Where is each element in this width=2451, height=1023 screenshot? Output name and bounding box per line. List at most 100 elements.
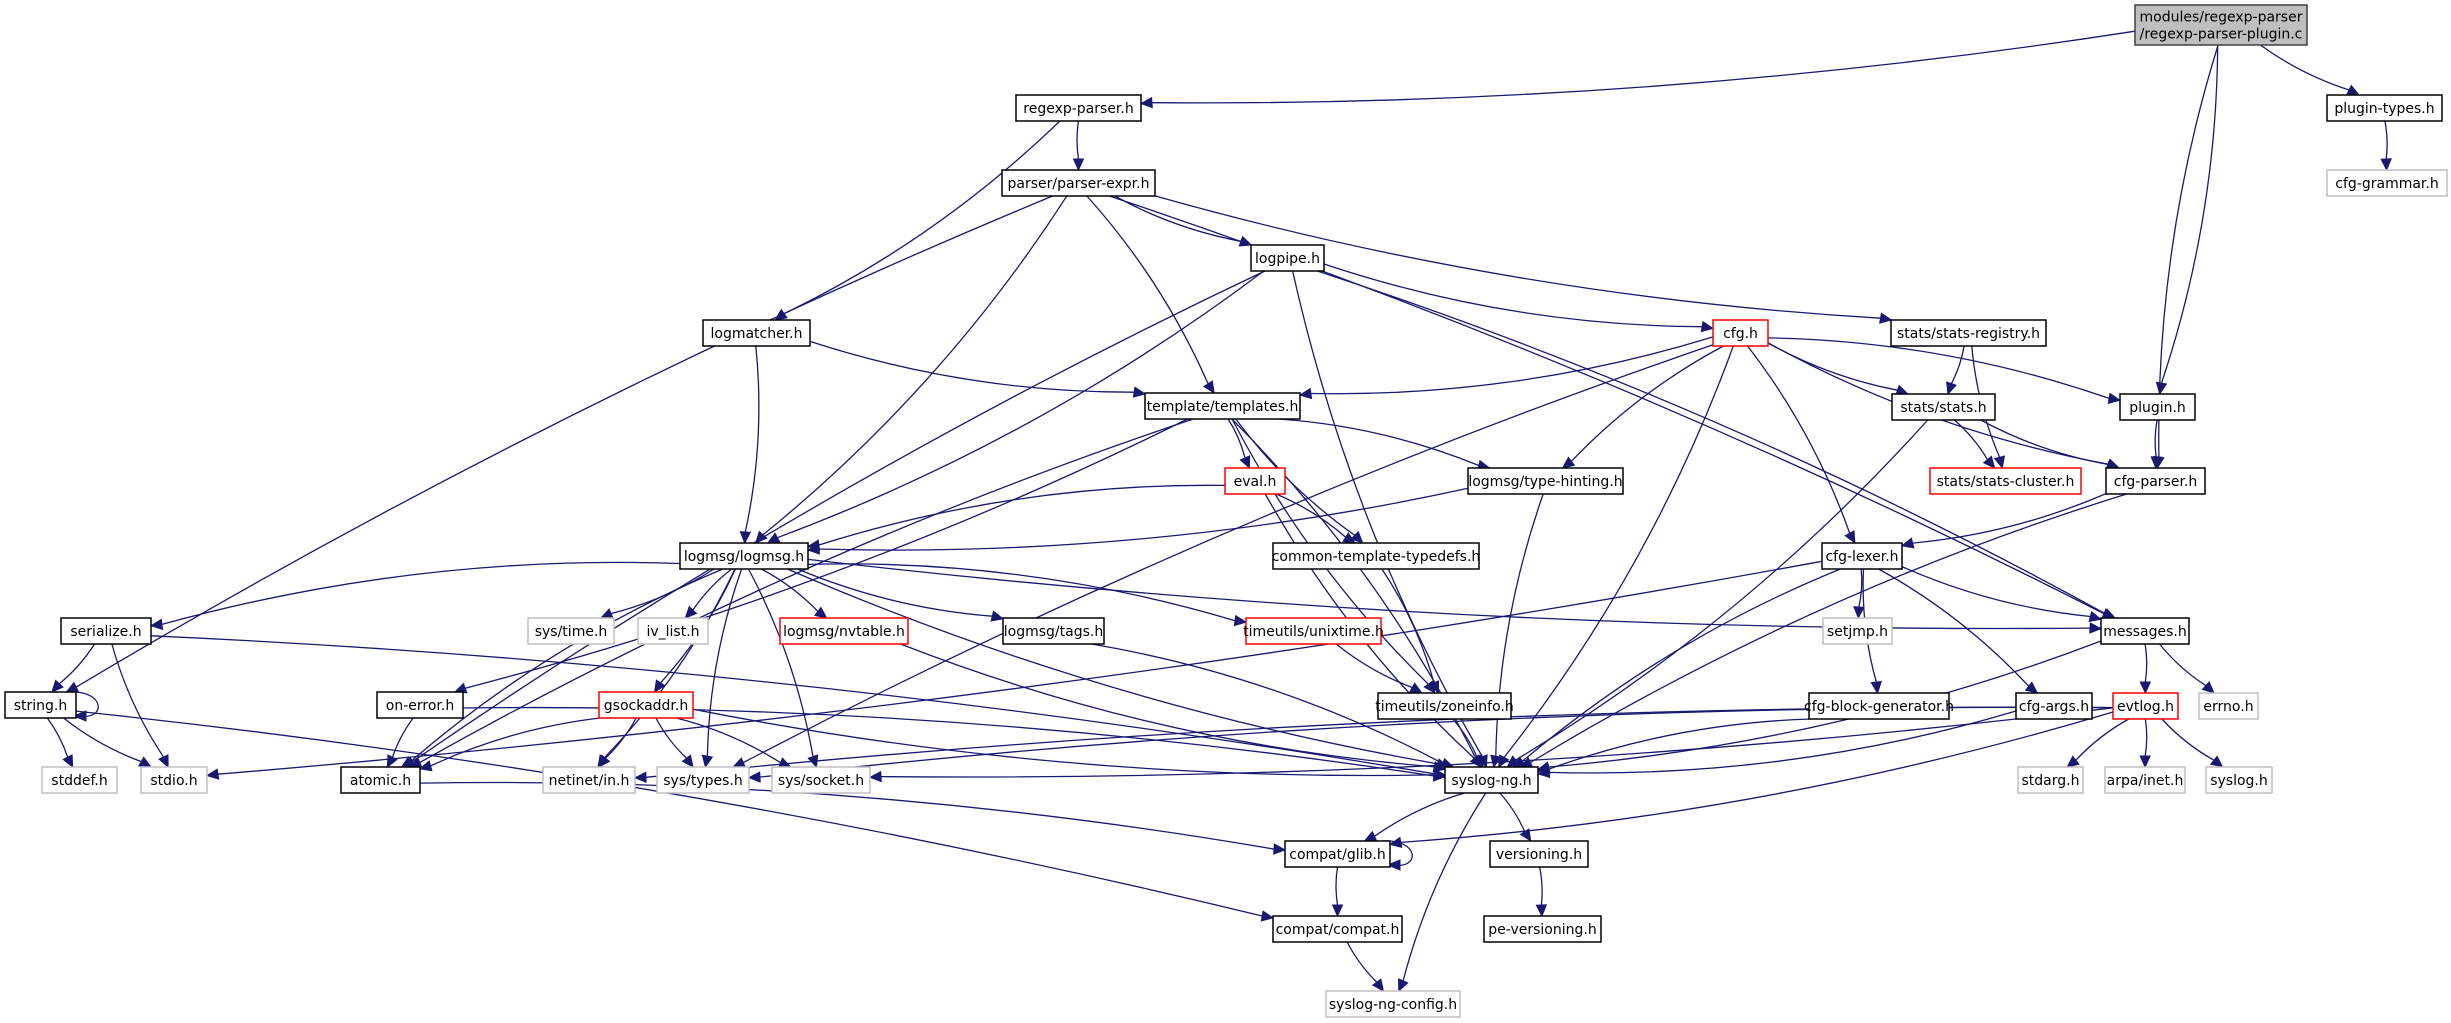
arrowhead-icon [806,543,820,555]
node-plugin-types-h[interactable]: plugin-types.h [2326,94,2443,122]
node-setjmp-h: setjmp.h [1822,617,1893,645]
node-plugin-h[interactable]: plugin.h [2119,393,2196,421]
node-timeutils-zoneinfo-h[interactable]: timeutils/zoneinfo.h [1375,692,1514,720]
node-label: logmsg/tags.h [1004,624,1103,640]
node-box [2105,467,2206,495]
node-box [1377,692,1512,720]
node-label: string.h [14,698,68,714]
edge-line [2160,44,2219,384]
node-label: evtlog.h [2117,699,2174,715]
node-common-template-typedefs-h[interactable]: common-template-typedefs.h [1272,542,1481,570]
node-label: timeutils/unixtime.h [1243,624,1384,640]
node-cfg-lexer-h[interactable]: cfg-lexer.h [1821,542,1903,570]
node-root: modules/regexp-parser/regexp-parser-plug… [2134,4,2308,46]
edge-line [111,643,165,758]
edge-stats-stats-registry-h-to-stats-stats-h [1946,345,1965,396]
node-eval-h[interactable]: eval.h [1224,467,1286,495]
edge-line [465,418,1188,689]
arrowhead-icon [386,754,398,769]
edge-root-to-plugin-types-h [2260,44,2360,96]
arrowhead-icon [1561,456,1576,469]
arrowhead-icon [1371,978,1385,992]
arrowhead-icon [1233,614,1248,627]
edge-logmsg-logmsg-h-to-iv-list-h [684,568,733,619]
node-label: plugin.h [2129,400,2186,416]
edge-line [1570,345,1724,462]
node-on-error-h[interactable]: on-error.h [376,691,464,719]
node-box [1444,766,1539,794]
node-atomic-h[interactable]: atomic.h [340,766,421,794]
node-cfg-parser-h[interactable]: cfg-parser.h [2105,467,2206,495]
node-stats-stats-registry-h[interactable]: stats/stats-registry.h [1890,319,2047,347]
node-logpipe-h[interactable]: logpipe.h [1250,244,1325,272]
edge-logmsg-nvtable-h-to-syslog-ng-h [900,643,1447,773]
edge-serialize-h-to-stdio-h [111,643,169,769]
node-stats-stats-cluster-h[interactable]: stats/stats-cluster.h [1929,467,2082,495]
edge-eval-h-to-logmsg-logmsg-h [806,484,1226,551]
edge-line [655,717,687,759]
node-logmsg-logmsg-h[interactable]: logmsg/logmsg.h [679,542,809,570]
node-regexp-parser-h[interactable]: regexp-parser.h [1015,94,1142,122]
node-compat-compat-h[interactable]: compat/compat.h [1272,915,1403,943]
node-compat-glib-h[interactable]: compat/glib.h [1284,840,1391,868]
node-box [2112,692,2179,720]
node-template-templates-h[interactable]: template/templates.h [1144,392,1301,420]
edge-line [1901,566,2091,618]
node-cfg-h[interactable]: cfg.h [1712,319,1769,347]
node-serialize-h[interactable]: serialize.h [60,617,152,645]
edge-line [1076,120,1080,160]
edge-line [762,195,1068,536]
node-timeutils-unixtime-h[interactable]: timeutils/unixtime.h [1243,617,1384,645]
node-label: logmatcher.h [710,326,802,342]
edge-line [783,120,1061,315]
node-label: cfg-args.h [2019,699,2089,715]
node-box [1929,467,2082,495]
edge-line [1767,342,1898,391]
node-parser-parser-expr-h[interactable]: parser/parser-expr.h [1001,169,1156,197]
node-stats-stats-h[interactable]: stats/stats.h [1891,393,1996,421]
node-logmatcher-h[interactable]: logmatcher.h [702,319,811,347]
node-label: compat/compat.h [1276,922,1400,938]
node-label: parser/parser-expr.h [1008,176,1150,192]
edge-line [777,270,1265,539]
node-logmsg-tags-h[interactable]: logmsg/tags.h [1002,617,1105,645]
arrowhead-icon [2380,158,2392,172]
node-gsockaddr-h[interactable]: gsockaddr.h [598,691,694,719]
node-logmsg-type-hinting-h[interactable]: logmsg/type-hinting.h [1467,467,1624,495]
edge-line [67,691,99,717]
node-logmsg-nvtable-h[interactable]: logmsg/nvtable.h [779,617,909,645]
edge-line [1346,941,1378,983]
node-versioning-h[interactable]: versioning.h [1489,840,1589,868]
arrowhead-icon [1993,455,2006,470]
edge-line [419,418,1194,764]
edge-gsockaddr-h-to-atomic-h [418,717,601,772]
node-evtlog-h[interactable]: evtlog.h [2112,692,2179,720]
arrowhead-icon [739,531,752,545]
node-string-h[interactable]: string.h [4,691,77,719]
node-cfg-args-h[interactable]: cfg-args.h [2015,692,2093,720]
edge-line [410,568,724,762]
node-box [1002,617,1105,645]
node-box [637,617,709,645]
nodes-layer: modules/regexp-parser/regexp-parser-plug… [4,4,2448,1018]
edge-line [1275,493,1347,538]
arrowhead-icon [1363,830,1378,842]
node-label: stats/stats-cluster.h [1937,474,2075,490]
node-messages-h[interactable]: messages.h [2100,617,2190,645]
node-box [1224,467,1286,495]
edge-line [1878,568,2030,687]
edge-stats-stats-h-to-stats-stats-cluster-h [1953,419,1996,469]
edges-layer [46,30,2392,993]
edge-evtlog-h-to-syslog-h [2161,718,2224,768]
node-label: stddef.h [51,773,107,789]
node-box [1712,319,1769,347]
arrowhead-icon [51,679,64,693]
node-cfg-block-generator-h[interactable]: cfg-block-generator.h [1804,692,1954,720]
node-syslog-ng-h[interactable]: syslog-ng.h [1444,766,1539,794]
edge-cfg-lexer-h-to-syslog-ng-h [1511,568,1841,768]
node-pe-versioning-h[interactable]: pe-versioning.h [1483,915,1602,943]
edge-cfg-lexer-h-to-stdio-h [205,560,1823,780]
arrowhead-icon [1239,455,1251,470]
node-label: iv_list.h [646,624,699,640]
edge-logmsg-logmsg-h-to-timeutils-unixtime-h [807,563,1248,627]
